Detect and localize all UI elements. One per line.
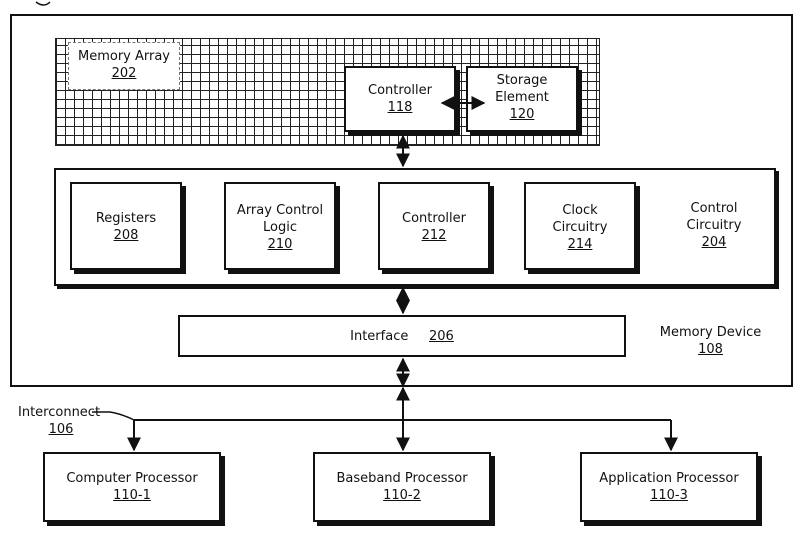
interconnect-num: 106: [48, 422, 74, 437]
baseband-processor-box: Baseband Processor 110-2: [313, 452, 491, 522]
memory-device-title: Memory Device: [659, 325, 762, 340]
interconnect-label: Interconnect 106: [18, 404, 104, 438]
storage-element-num: 120: [509, 107, 535, 122]
control-circuitry-title-1: Control: [690, 201, 738, 216]
computer-processor-num: 110-1: [113, 488, 151, 503]
application-processor-num: 110-3: [650, 488, 688, 503]
application-processor-box: Application Processor 110-3: [580, 452, 758, 522]
array-control-logic-num: 210: [267, 237, 293, 252]
controller-118-num: 118: [387, 100, 413, 115]
interface-box: Interface 206: [178, 315, 626, 357]
array-control-logic-title-2: Logic: [263, 220, 297, 235]
computer-processor-box: Computer Processor 110-1: [43, 452, 221, 522]
control-circuitry-label: Control Circuitry 204: [664, 200, 764, 251]
clock-circuitry-num: 214: [567, 237, 593, 252]
baseband-processor-num: 110-2: [383, 488, 421, 503]
control-circuitry-title-2: Circuitry: [686, 218, 742, 233]
memory-array-num: 202: [111, 66, 137, 81]
interconnect-leader: [92, 411, 135, 421]
interface-title: Interface: [350, 329, 409, 344]
corner-mark: [35, 1, 51, 6]
clock-circuitry-box: Clock Circuitry 214: [524, 182, 636, 270]
computer-processor-title: Computer Processor: [66, 471, 198, 486]
memory-array-label-box: Memory Array 202: [68, 42, 180, 90]
control-circuitry-num: 204: [701, 235, 727, 250]
clock-circuitry-title-1: Clock: [562, 203, 598, 218]
registers-num: 208: [113, 228, 139, 243]
array-control-logic-title-1: Array Control: [236, 203, 324, 218]
interconnect-title: Interconnect: [18, 405, 101, 420]
array-control-logic-box: Array Control Logic 210: [224, 182, 336, 270]
memory-device-num: 108: [698, 342, 723, 357]
controller-212-title: Controller: [402, 211, 466, 226]
memory-array-title: Memory Array: [77, 49, 170, 64]
registers-title: Registers: [95, 211, 157, 226]
interface-num: 206: [429, 329, 454, 344]
controller-212-num: 212: [421, 228, 447, 243]
storage-element-title-1: Storage: [496, 73, 548, 88]
application-processor-title: Application Processor: [599, 471, 739, 486]
registers-box: Registers 208: [70, 182, 182, 270]
storage-element-title-2: Element: [495, 90, 549, 105]
memory-device-label: Memory Device 108: [648, 324, 773, 358]
controller-212-box: Controller 212: [378, 182, 490, 270]
clock-circuitry-title-2: Circuitry: [552, 220, 608, 235]
controller-118-title: Controller: [368, 83, 432, 98]
baseband-processor-title: Baseband Processor: [336, 471, 468, 486]
